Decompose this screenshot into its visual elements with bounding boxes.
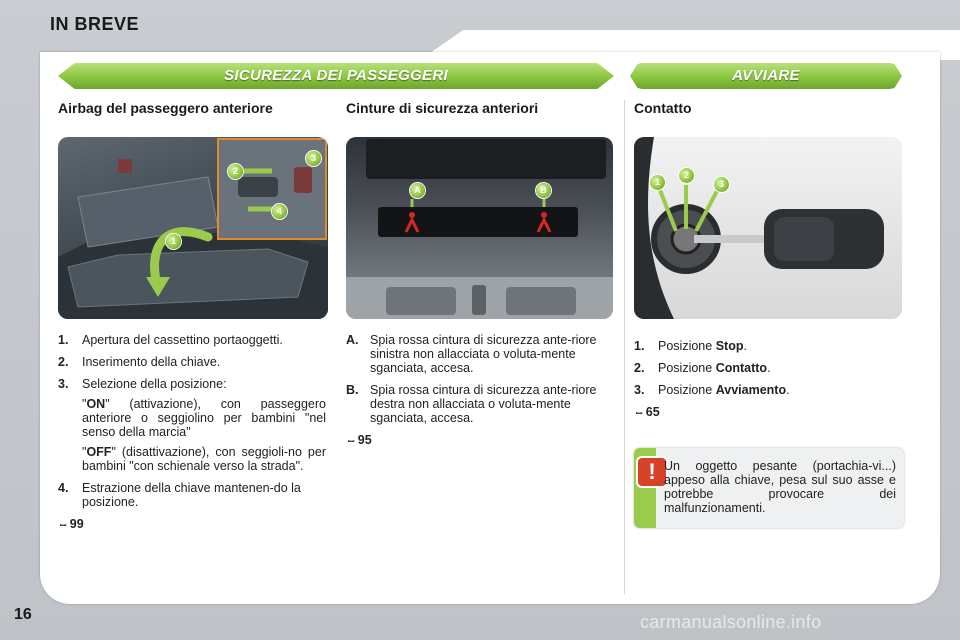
step-text: Selezione della posizione: <box>82 377 227 391</box>
contact-positions-list: 1. Posizione Stop. 2. Posizione Contatto… <box>634 339 902 419</box>
page-reference[interactable]: ⧿ 99 <box>58 517 326 531</box>
ignition-illustration <box>634 137 884 319</box>
lamp-label: B. <box>346 383 359 397</box>
position-number: 2. <box>634 361 645 375</box>
position-name: Avviamento <box>715 383 787 397</box>
reference-arrow-icon: ⧿ <box>636 405 643 419</box>
list-item: 2. Inserimento della chiave. <box>58 355 326 369</box>
reference-arrow-icon: ⧿ <box>60 517 67 531</box>
seatbelt-icon-a <box>404 212 420 233</box>
photo-label-3: 3 <box>306 151 321 166</box>
step-text: Inserimento della chiave. <box>82 355 221 369</box>
position-prefix: Posizione <box>658 361 716 375</box>
on-keyword: ON <box>86 397 106 411</box>
page-reference[interactable]: ⧿ 95 <box>346 433 614 447</box>
position-number: 1. <box>634 339 645 353</box>
banner-start: AVVIARE <box>630 63 902 89</box>
reference-arrow-icon: ⧿ <box>348 433 355 447</box>
position-suffix: . <box>743 339 747 353</box>
lamp-label: A. <box>346 333 359 347</box>
banner-passenger-safety: SICUREZZA DEI PASSEGGERI <box>58 63 614 89</box>
page-title: IN BREVE <box>50 14 140 34</box>
airbag-steps-list: 1. Apertura del cassettino portaoggetti.… <box>58 333 326 531</box>
photo-label-a: A <box>410 183 425 198</box>
step-text: Estrazione della chiave mantenen-do la p… <box>82 481 301 509</box>
photo-label-stop: 1 <box>650 175 665 190</box>
on-option: "ON" (attivazione), con passeggero anter… <box>82 397 326 439</box>
belts-section-title: Cinture di sicurezza anteriori <box>346 100 539 116</box>
list-item: 2. Posizione Contatto. <box>634 361 902 375</box>
position-suffix: . <box>767 361 771 375</box>
step-text: Apertura del cassettino portaoggetti. <box>82 333 283 347</box>
step-number: 1. <box>58 333 69 347</box>
ignition-photo: 1 2 3 <box>634 137 902 319</box>
step-number: 2. <box>58 355 69 369</box>
photo-label-start: 3 <box>714 177 729 192</box>
step-number: 3. <box>58 377 69 391</box>
photo-label-4: 4 <box>272 204 287 219</box>
column-divider <box>624 100 625 594</box>
page-reference[interactable]: ⧿ 65 <box>634 405 902 419</box>
reference-page: 99 <box>69 517 84 531</box>
contact-section-title: Contatto <box>634 100 692 116</box>
lamp-text: Spia rossa cintura di sicurezza ante-rio… <box>370 383 597 425</box>
position-name: Stop <box>715 339 744 353</box>
dashboard-illustration <box>346 139 613 319</box>
reference-page: 95 <box>357 433 372 447</box>
photo-label-contact: 2 <box>679 168 694 183</box>
photo-label-1: 1 <box>166 234 181 249</box>
list-item: 1. Apertura del cassettino portaoggetti. <box>58 333 326 347</box>
position-suffix: . <box>786 383 790 397</box>
on-description: (attivazione), con passeggero anteriore … <box>82 397 326 439</box>
off-keyword: OFF <box>86 445 112 459</box>
list-item: 3. Selezione della posizione: "ON" (atti… <box>58 377 326 473</box>
position-prefix: Posizione <box>658 383 716 397</box>
off-option: "OFF" (disattivazione), con seggioli-no … <box>82 445 326 473</box>
photo-label-2: 2 <box>228 164 243 179</box>
list-item: 3. Posizione Avviamento. <box>634 383 902 397</box>
position-name: Contatto <box>715 361 768 375</box>
warning-box <box>634 448 904 528</box>
list-item: A. Spia rossa cintura di sicurezza ante-… <box>346 333 614 375</box>
list-item: 1. Posizione Stop. <box>634 339 902 353</box>
glovebox-photo: 1 2 3 4 <box>58 137 328 319</box>
photo-label-b: B <box>536 183 551 198</box>
page-number: 16 <box>14 606 32 623</box>
reference-page: 65 <box>645 405 660 419</box>
list-item: B. Spia rossa cintura di sicurezza ante-… <box>346 383 614 425</box>
position-prefix: Posizione <box>658 339 716 353</box>
watermark: carmanualsonline.info <box>640 612 822 632</box>
position-number: 3. <box>634 383 645 397</box>
seatbelt-icon-b <box>536 212 552 233</box>
step-number: 4. <box>58 481 69 495</box>
dashboard-photo: A B <box>346 137 613 319</box>
warning-icon: ! <box>638 458 666 486</box>
glovebox-illustration <box>58 138 328 319</box>
warning-text: Un oggetto pesante (portachia-vi...) app… <box>664 459 896 515</box>
belts-lamps-list: A. Spia rossa cintura di sicurezza ante-… <box>346 333 614 447</box>
list-item: 4. Estrazione della chiave mantenen-do l… <box>58 481 326 509</box>
lamp-text: Spia rossa cintura di sicurezza ante-rio… <box>370 333 597 375</box>
off-description: (disattivazione), con seggioli-no per ba… <box>82 445 326 473</box>
airbag-section-title: Airbag del passeggero anteriore <box>58 100 273 116</box>
